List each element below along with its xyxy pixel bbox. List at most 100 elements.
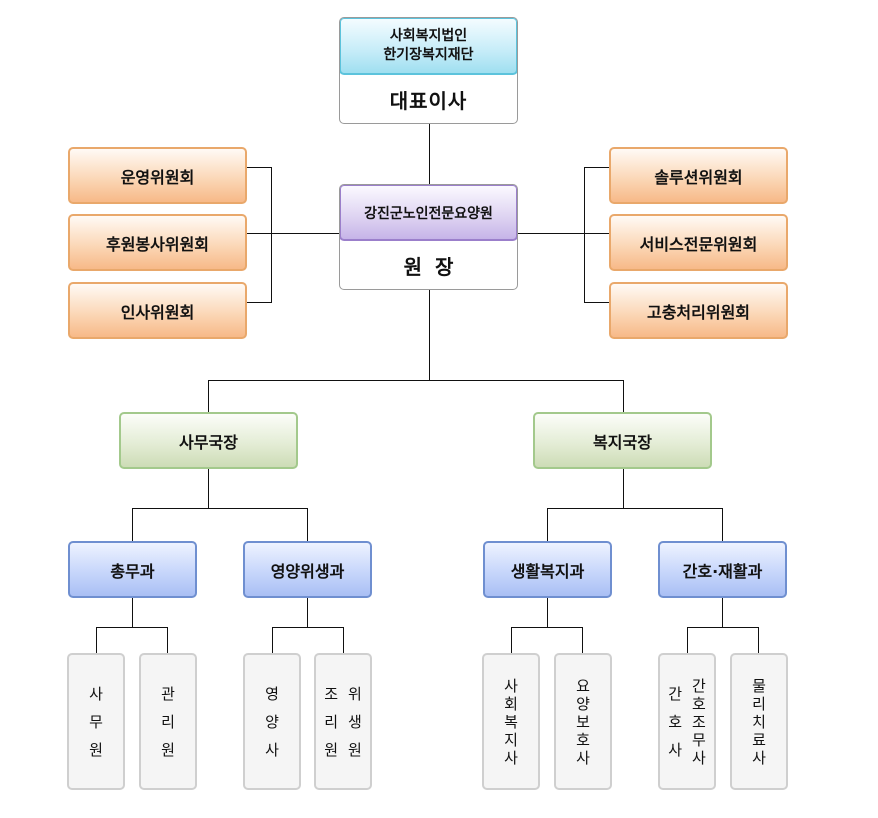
staff-label-char: 회 [504,694,518,713]
staff-label-char: 사 [265,740,279,759]
board-chair-node: 사회복지법인 한기장복지재단 대표이사 [339,17,518,124]
director-title: 원 장 [403,255,454,279]
connector-line [132,598,133,627]
staff-label-char: 사 [752,748,766,767]
connector-line [247,233,339,234]
connector-line [272,627,273,653]
connector-line [167,627,168,653]
staff-label-char: 사 [89,684,103,703]
staff-label-char: 사 [504,748,518,767]
connector-line [208,380,624,381]
staff-label-char: 무 [692,730,706,749]
committee-node: 운영위원회 [68,147,247,204]
staff-label-char: 원 [348,740,362,759]
department-node: 생활복지과 [483,541,612,598]
connector-line [208,469,209,508]
connector-line [343,627,344,653]
foundation-name-line2: 한기장복지재단 [383,47,474,63]
staff-label-char: 사 [504,676,518,695]
staff-label-char: 원 [324,740,338,759]
director-node: 강진군노인전문요양원 원 장 [339,184,518,290]
staff-label-char: 원 [89,740,103,759]
staff-label-char: 호 [576,730,590,749]
staff-label-char: 관 [161,684,175,703]
connector-line [584,167,585,303]
staff-label-char: 복 [504,712,518,731]
staff-label-char: 사 [576,748,590,767]
staff-label-char: 조 [324,684,338,703]
board-chair-title: 대표이사 [389,89,468,113]
connector-line [547,508,548,541]
connector-line [96,627,97,653]
connector-line [96,627,167,628]
committee-node: 인사위원회 [68,282,247,339]
committee-node: 솔루션위원회 [609,147,788,204]
connector-line [307,598,308,627]
staff-label-char: 무 [89,712,103,731]
connector-line [584,302,610,303]
connector-line [582,627,583,653]
staff-label-char: 물 [752,676,766,695]
connector-line [247,302,272,303]
foundation-name-line1: 사회복지법인 [389,28,468,44]
connector-line [722,598,723,627]
department-node: 총무과 [68,541,197,598]
connector-line [132,508,133,541]
connector-line [272,627,343,628]
staff-label-char: 사 [668,740,682,759]
connector-line [429,290,430,380]
staff-label-char: 위 [348,684,362,703]
committee-node: 고충처리위원회 [609,282,788,339]
staff-label-char: 영 [265,684,279,703]
connector-line [511,627,582,628]
connector-line [518,233,610,234]
staff-label-char: 호 [668,712,682,731]
connector-line [307,508,308,541]
connector-line [623,469,624,508]
staff-label-char: 치 [752,712,766,731]
committee-node: 서비스전문위원회 [609,214,788,271]
staff-label-char: 사 [692,748,706,767]
foundation-header: 사회복지법인 한기장복지재단 [340,18,517,75]
connector-line [623,380,624,412]
connector-line [547,598,548,627]
staff-label-char: 간 [692,676,706,695]
committee-node: 후원봉사위원회 [68,214,247,271]
staff-label-char: 료 [752,730,766,749]
connector-line [271,167,272,303]
connector-line [208,380,209,412]
staff-label-char: 지 [504,730,518,749]
connector-line [547,508,723,509]
connector-line [132,508,308,509]
connector-line [429,124,430,184]
connector-line [687,627,758,628]
department-node: 간호·재활과 [658,541,787,598]
staff-label-char: 리 [324,712,338,731]
director-general-node: 사무국장 [119,412,298,469]
connector-line [687,627,688,653]
director-general-node: 복지국장 [533,412,712,469]
staff-label-char: 보 [576,712,590,731]
staff-label-char: 생 [348,712,362,731]
staff-label-char: 조 [692,712,706,731]
staff-label-char: 리 [752,694,766,713]
staff-label-char: 원 [161,740,175,759]
facility-header: 강진군노인전문요양원 [340,185,517,241]
staff-label-char: 리 [161,712,175,731]
staff-label-char: 간 [668,684,682,703]
